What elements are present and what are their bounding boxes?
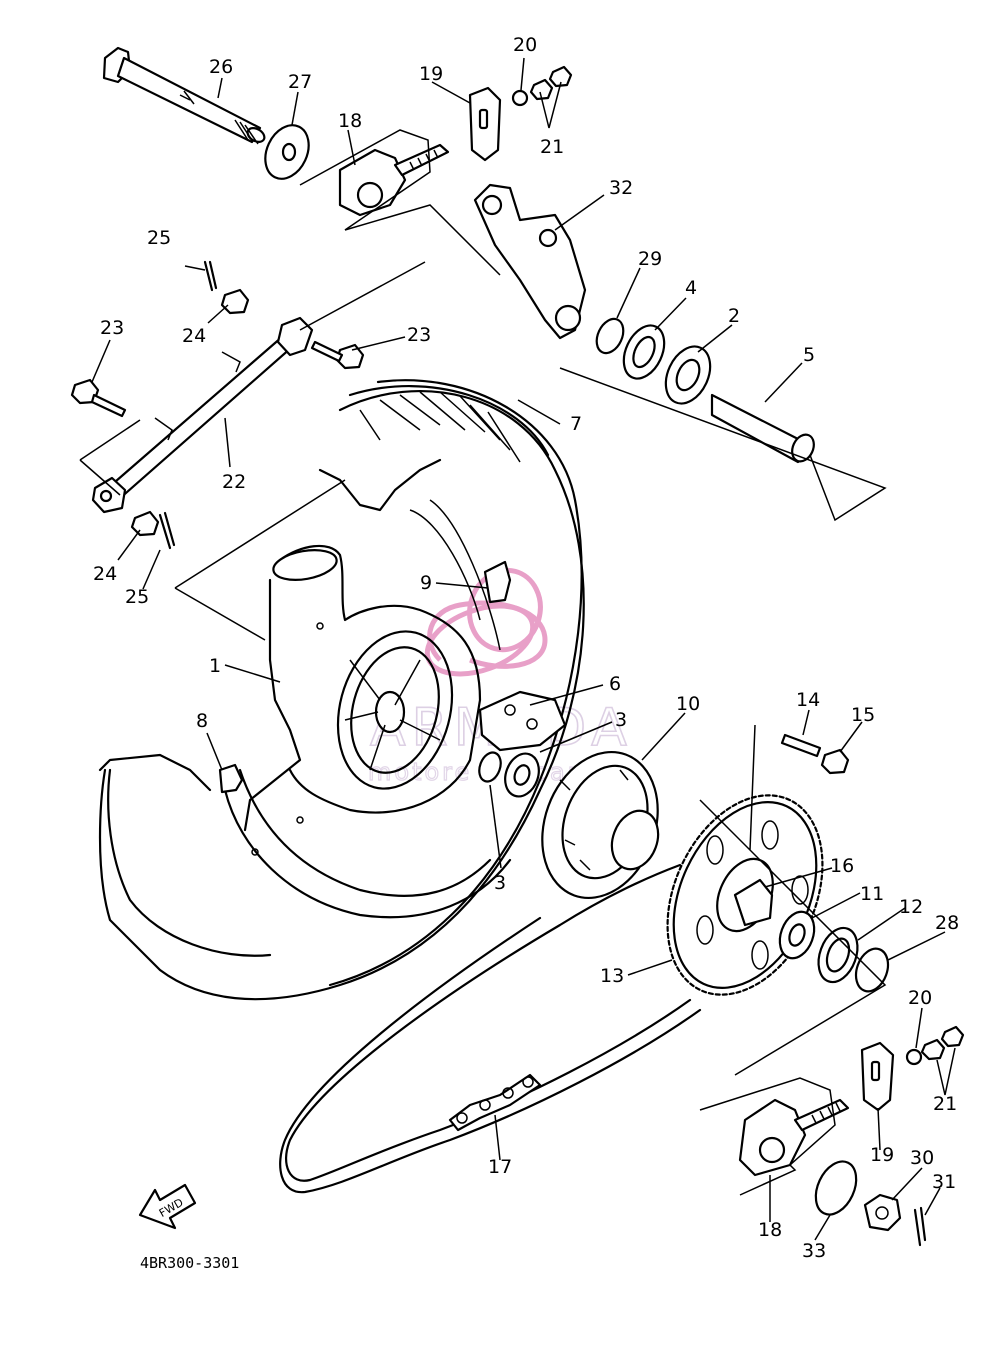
- callout-33: 33: [802, 1240, 826, 1262]
- valve-part: [483, 560, 512, 604]
- axis-line-torque-rod: [79, 419, 141, 496]
- torque-rod-nuts: [130, 288, 250, 537]
- callout-16: 16: [830, 855, 854, 877]
- callout-25: 25: [147, 227, 171, 249]
- callout-20: 20: [908, 987, 932, 1009]
- washer-part: [264, 124, 310, 180]
- callout-1: 1: [209, 655, 221, 677]
- callout-27: 27: [288, 71, 312, 93]
- callout-8: 8: [196, 710, 208, 732]
- hub-bearing-right: [504, 752, 540, 798]
- callout-31: 31: [932, 1171, 956, 1193]
- adjuster-washer-part: [814, 1160, 858, 1216]
- callout-9: 9: [420, 572, 432, 594]
- adjuster-plate-lower: [860, 1041, 895, 1112]
- axis-line-spacer: [559, 367, 887, 522]
- callout-23: 23: [407, 324, 431, 346]
- callout-22: 22: [222, 471, 246, 493]
- callout-15: 15: [851, 704, 875, 726]
- spacer-part: [710, 393, 815, 464]
- torque-rod: [91, 316, 314, 514]
- diagram-code: 4BR300-3301: [140, 1254, 239, 1272]
- callout-26: 26: [209, 56, 233, 78]
- callout-13: 13: [600, 965, 624, 987]
- tire-part: [98, 379, 585, 1001]
- callout-19: 19: [870, 1144, 894, 1166]
- leader-lines: [91, 57, 956, 1241]
- axis-line-wheel: [174, 479, 346, 641]
- callout-6: 6: [609, 673, 621, 695]
- axle-cotter-pin: [913, 1206, 927, 1247]
- sprocket-bearing-part: [778, 910, 816, 960]
- collar-part: [595, 317, 625, 355]
- hub-bearing-left: [478, 751, 502, 783]
- cotter-pins: [158, 260, 218, 550]
- callout-5: 5: [803, 344, 815, 366]
- callout-3: 3: [494, 872, 506, 894]
- callout-2: 2: [728, 305, 740, 327]
- axis-line-sprocket: [699, 724, 887, 1076]
- sprocket-stud-part: [780, 733, 822, 758]
- callout-23: 23: [100, 317, 124, 339]
- callout-4: 4: [685, 277, 697, 299]
- torque-rod-bolts: [70, 340, 365, 418]
- callout-10: 10: [676, 693, 700, 715]
- chain-adjuster-lower: [699, 1077, 850, 1196]
- clutch-hub-part: [541, 750, 660, 900]
- sprocket-collar-part: [733, 878, 774, 927]
- callout-25: 25: [125, 586, 149, 608]
- callout-21: 21: [933, 1093, 957, 1115]
- callout-21: 21: [540, 136, 564, 158]
- callout-24: 24: [93, 563, 117, 585]
- bearing-part: [664, 345, 712, 405]
- axle-nut-part: [863, 1193, 902, 1232]
- callout-29: 29: [638, 248, 662, 270]
- caliper-bracket: [473, 183, 587, 340]
- sprocket-nut-part: [820, 748, 850, 775]
- callout-18: 18: [758, 1219, 782, 1241]
- callout-11: 11: [860, 883, 884, 905]
- axle-part: [102, 46, 266, 145]
- callout-20: 20: [513, 34, 537, 56]
- callout-32: 32: [609, 177, 633, 199]
- callout-28: 28: [935, 912, 959, 934]
- wheel-part: [223, 499, 512, 919]
- callouts: 26 27 18 19 20 21 32 29 4 2 5 25 24 23 2…: [93, 34, 959, 1262]
- callout-3: 3: [615, 709, 627, 731]
- callout-18: 18: [338, 110, 362, 132]
- callout-30: 30: [910, 1147, 934, 1169]
- callout-19: 19: [419, 63, 443, 85]
- sprocket-seal-part: [817, 926, 859, 984]
- callout-7: 7: [570, 413, 582, 435]
- fwd-arrow-icon: FWD: [138, 1183, 197, 1230]
- oil-seal-part: [622, 324, 666, 380]
- axis-line-bracket: [344, 204, 501, 276]
- balance-weight-part: [218, 763, 244, 794]
- callout-17: 17: [488, 1156, 512, 1178]
- axis-line-torque-rod-2: [299, 261, 426, 331]
- chain-adjuster-upper: [299, 129, 450, 231]
- callout-14: 14: [796, 689, 820, 711]
- watermark-logo-icon: [424, 567, 548, 677]
- hub-damper-part: [478, 690, 567, 752]
- callout-24: 24: [182, 325, 206, 347]
- drive-chain-part: [279, 863, 702, 1194]
- callout-12: 12: [899, 896, 923, 918]
- nuts-upper: [511, 65, 573, 107]
- adjuster-plate-upper: [468, 86, 502, 162]
- nuts-lower: [905, 1025, 965, 1066]
